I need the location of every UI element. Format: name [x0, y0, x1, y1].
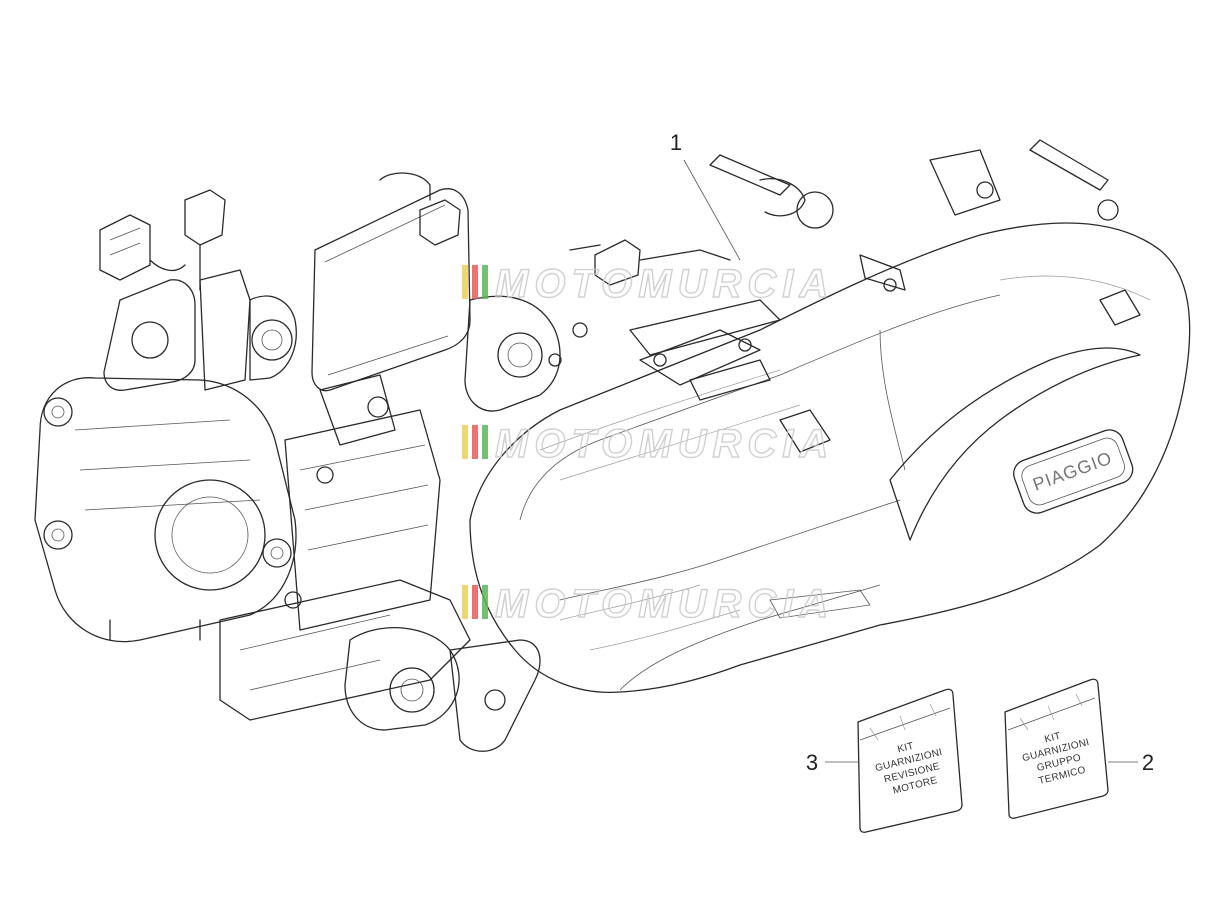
- kit-left-line-1: KIT: [896, 741, 915, 756]
- watermark-bottom: MOTOMURCIA: [462, 581, 834, 627]
- watermark-middle-text: MOTOMURCIA: [495, 422, 834, 466]
- callout-3-label: 3: [806, 750, 818, 775]
- watermark-top-text: MOTOMURCIA: [495, 262, 834, 306]
- watermark-bottom-text: MOTOMURCIA: [495, 582, 834, 626]
- watermark-top: MOTOMURCIA: [462, 261, 834, 307]
- kit-right-line-1: KIT: [1043, 731, 1062, 746]
- brand-plate-label: PIAGGIO: [1030, 448, 1115, 495]
- callout-2-label: 2: [1142, 750, 1154, 775]
- brand-plate: PIAGGIO: [1013, 429, 1134, 514]
- kit-bag-3: KIT GUARNIZIONI REVISIONE MOTORE: [857, 688, 963, 833]
- callout-1-label: 1: [670, 130, 682, 155]
- callout-3: 3: [806, 750, 858, 775]
- watermark-middle: MOTOMURCIA: [462, 421, 834, 467]
- callout-2: 2: [1108, 750, 1154, 775]
- kit-bag-2: KIT GUARNIZIONI GRUPPO TERMICO: [1004, 678, 1109, 819]
- callout-1: 1: [670, 130, 741, 261]
